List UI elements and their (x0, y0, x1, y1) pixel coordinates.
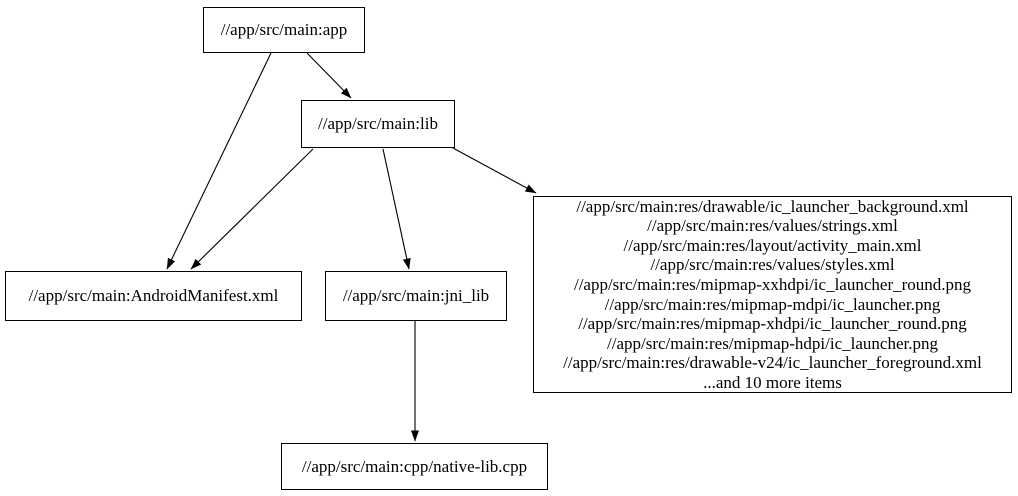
graph-node-app-label: //app/src/main:app (220, 20, 348, 40)
res-group-line: //app/src/main:res/layout/activity_main.… (623, 235, 922, 255)
graph-node-native-lib-cpp: //app/src/main:cpp/native-lib.cpp (281, 443, 548, 490)
edge-lib-to-jni-lib (382, 148, 411, 270)
graph-node-jni-lib: //app/src/main:jni_lib (325, 271, 507, 321)
graph-node-native-lib-cpp-label: //app/src/main:cpp/native-lib.cpp (301, 456, 528, 476)
res-group-line: //app/src/main:res/mipmap-xhdpi/ic_launc… (578, 314, 967, 334)
graph-node-android-manifest-label: //app/src/main:AndroidManifest.xml (28, 286, 279, 306)
res-group-line: //app/src/main:res/drawable/ic_launcher_… (576, 196, 969, 216)
graph-node-lib: //app/src/main:lib (301, 100, 455, 148)
res-group-more-items-line: ...and 10 more items (703, 372, 842, 392)
graph-node-res-group: //app/src/main:res/drawable/ic_launcher_… (533, 196, 1012, 393)
res-group-line: //app/src/main:res/values/styles.xml (650, 255, 895, 275)
edge-app-to-lib (306, 52, 352, 99)
edge-app-to-android-manifest (166, 52, 272, 270)
res-group-line: //app/src/main:res/mipmap-hdpi/ic_launch… (607, 333, 938, 353)
res-group-line: //app/src/main:res/values/strings.xml (647, 216, 898, 236)
res-group-line: //app/src/main:res/mipmap-xxhdpi/ic_laun… (573, 274, 972, 294)
edge-lib-to-android-manifest (190, 148, 314, 270)
graph-node-lib-label: //app/src/main:lib (318, 114, 438, 134)
graph-node-android-manifest: //app/src/main:AndroidManifest.xml (5, 271, 302, 321)
res-group-line: //app/src/main:res/drawable-v24/ic_launc… (563, 353, 982, 373)
graph-node-app: //app/src/main:app (203, 7, 365, 53)
res-group-line: //app/src/main:res/mipmap-mdpi/ic_launch… (604, 294, 941, 314)
graph-node-jni-lib-label: //app/src/main:jni_lib (342, 286, 490, 306)
edge-lib-to-res-group (452, 147, 537, 194)
